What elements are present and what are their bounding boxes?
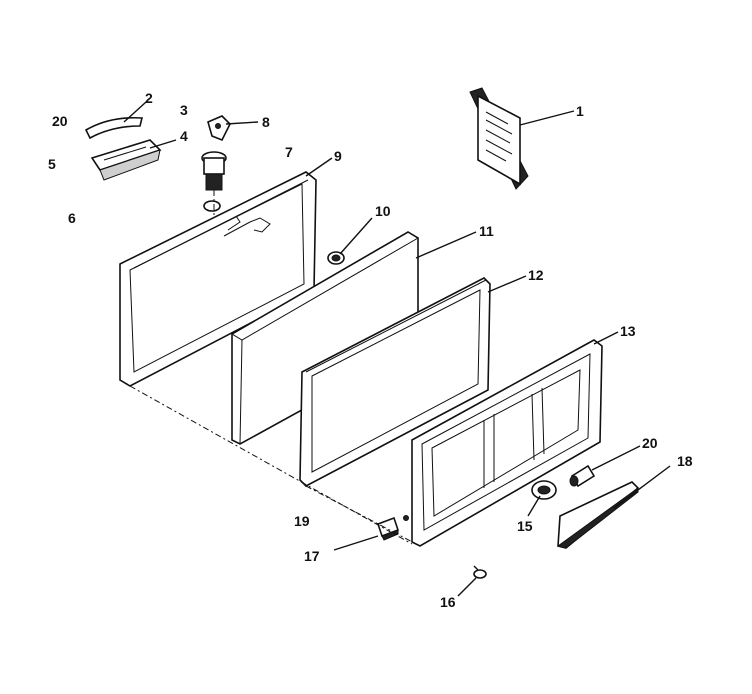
part-20-lock-cylinder (569, 464, 596, 488)
part-13-door-liner (411, 339, 603, 547)
part-9-outer-door-panel (119, 171, 317, 387)
part-15-knob (531, 480, 557, 500)
part-18-plate (556, 481, 640, 549)
part-2-trim-piece (84, 116, 144, 140)
callout-3: 3 (180, 102, 188, 118)
callout-8: 8 (262, 114, 270, 130)
callout-5: 5 (48, 156, 56, 172)
callout-7: 7 (285, 144, 293, 160)
callout-11: 11 (479, 223, 494, 239)
callout-16: 16 (440, 594, 456, 610)
part-8-clip (207, 115, 231, 142)
part-16-screw (473, 565, 487, 579)
callout-labels: 1 2 3 4 5 6 7 8 9 10 11 12 13 15 16 17 1… (48, 90, 693, 610)
callout-10: 10 (375, 203, 391, 219)
callout-20-right: 20 (642, 435, 658, 451)
part-10-screw (327, 251, 345, 265)
part-1-literature-card (469, 87, 529, 190)
callout-1: 1 (576, 103, 584, 119)
callout-4: 4 (180, 128, 188, 144)
leader-lines (123, 101, 671, 597)
assembly-lines (129, 385, 421, 547)
part-12-gasket (299, 277, 491, 487)
callout-18: 18 (677, 453, 693, 469)
callout-20-left: 20 (52, 113, 68, 129)
callout-15: 15 (517, 518, 533, 534)
callout-19: 19 (294, 513, 310, 529)
callout-2: 2 (145, 90, 153, 106)
callout-13: 13 (620, 323, 636, 339)
callout-6: 6 (68, 210, 76, 226)
callout-9: 9 (334, 148, 342, 164)
part-4-hinge-cover (90, 139, 162, 181)
callout-17: 17 (304, 548, 320, 564)
callout-12: 12 (528, 267, 544, 283)
